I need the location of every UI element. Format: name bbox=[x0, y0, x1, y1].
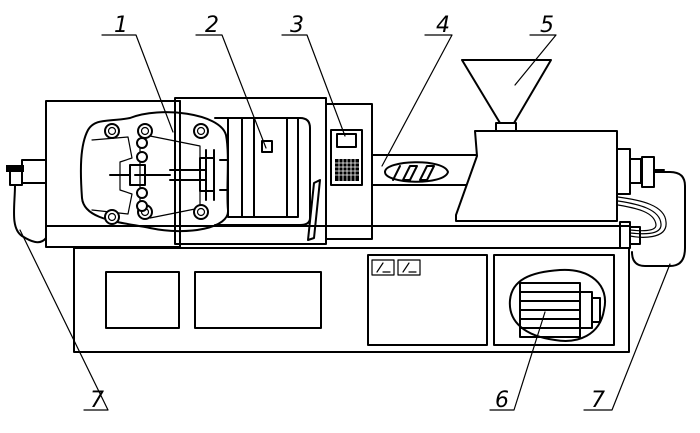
control-display bbox=[336, 133, 357, 148]
hoses bbox=[6, 165, 686, 267]
callout-1: 1 bbox=[114, 13, 128, 38]
callout-5: 5 bbox=[540, 13, 554, 38]
switch-icon-2 bbox=[397, 259, 421, 276]
motor-compartment bbox=[493, 254, 615, 346]
injection-housing bbox=[455, 130, 618, 222]
callout-4: 4 bbox=[436, 13, 450, 38]
callout-7-left: 7 bbox=[90, 388, 104, 413]
callout-2: 2 bbox=[205, 13, 219, 38]
base-panel-left bbox=[105, 271, 180, 329]
base-panel-center bbox=[194, 271, 322, 329]
leader-5 bbox=[514, 34, 557, 86]
hopper bbox=[461, 59, 552, 124]
mold bbox=[241, 117, 299, 218]
electrical-cabinet bbox=[367, 254, 488, 346]
leader-4 bbox=[381, 34, 453, 167]
callout-7-right: 7 bbox=[591, 388, 605, 413]
hydraulic-connector bbox=[641, 156, 655, 188]
leader-2 bbox=[195, 34, 267, 149]
control-panel bbox=[325, 103, 373, 240]
callout-3: 3 bbox=[290, 13, 304, 38]
clamping-unit bbox=[79, 111, 230, 233]
leader-1 bbox=[101, 34, 174, 133]
leader-7a bbox=[19, 229, 109, 411]
leader-3 bbox=[281, 34, 346, 137]
callout-labels: 1 2 3 4 5 6 7 7 bbox=[90, 13, 605, 413]
switch-icon-1 bbox=[371, 259, 395, 276]
motor bbox=[508, 268, 607, 342]
ejector-stub bbox=[21, 159, 47, 184]
injection-unit bbox=[371, 59, 665, 249]
callout-6: 6 bbox=[495, 388, 509, 413]
leader-7b bbox=[583, 263, 671, 411]
leader-6 bbox=[489, 311, 546, 411]
leader-lines bbox=[19, 34, 671, 411]
machine-base bbox=[73, 247, 630, 353]
